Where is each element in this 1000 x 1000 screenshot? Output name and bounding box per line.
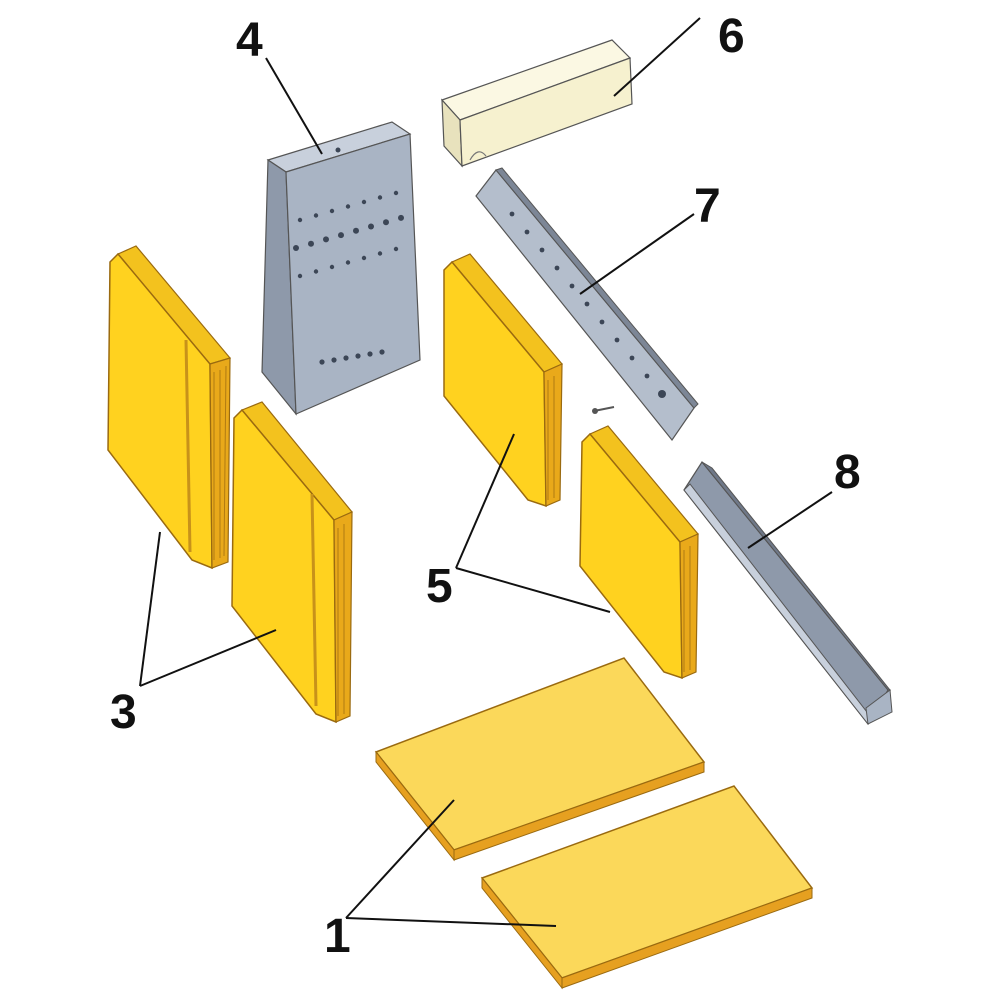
part-3-side-brick-rear bbox=[107, 245, 232, 570]
perforation bbox=[297, 217, 303, 223]
perforation bbox=[345, 204, 351, 209]
part-5-side-brick-rear bbox=[443, 253, 563, 508]
part-7-perforated-rail bbox=[475, 167, 699, 442]
part-4-rear-baffle bbox=[261, 121, 421, 416]
callout-7: 7 bbox=[694, 180, 721, 233]
perforation bbox=[509, 211, 515, 217]
part-3-side-brick-front bbox=[231, 401, 353, 724]
callout-5: 5 bbox=[426, 560, 453, 613]
perforation bbox=[343, 355, 349, 361]
perforation bbox=[329, 208, 335, 214]
perforation bbox=[377, 251, 383, 256]
callout-8: 8 bbox=[834, 446, 861, 499]
perforation bbox=[313, 213, 319, 218]
leader-lines bbox=[139, 17, 833, 927]
perforation bbox=[355, 353, 361, 359]
perforation bbox=[599, 319, 605, 325]
perforation bbox=[614, 337, 620, 343]
part-6-cream-brick bbox=[440, 39, 633, 168]
perforation bbox=[377, 195, 383, 200]
perforation bbox=[323, 236, 329, 243]
perforation bbox=[644, 373, 650, 379]
part-1-floor-plate-upper bbox=[374, 657, 706, 862]
perforation bbox=[361, 255, 367, 261]
baffle-holes bbox=[293, 147, 404, 365]
perforation bbox=[331, 357, 337, 363]
callout-labels: 4 6 7 8 5 3 1 bbox=[110, 10, 861, 963]
perforation bbox=[313, 269, 319, 274]
perforation bbox=[539, 247, 545, 253]
perforation bbox=[353, 227, 359, 234]
perforation bbox=[367, 351, 373, 357]
perforation bbox=[293, 245, 299, 251]
perforation bbox=[338, 232, 344, 239]
perforation bbox=[368, 223, 374, 230]
perforation bbox=[329, 264, 335, 270]
perforation bbox=[308, 240, 314, 247]
perforation bbox=[383, 219, 389, 226]
perforation bbox=[345, 260, 351, 265]
part-1-floor-plate-lower bbox=[480, 785, 814, 990]
perforation bbox=[393, 190, 399, 196]
perforation bbox=[554, 265, 560, 271]
perforation bbox=[379, 349, 385, 355]
callout-1: 1 bbox=[324, 910, 351, 963]
perforation bbox=[524, 229, 530, 235]
callout-4: 4 bbox=[236, 14, 263, 67]
part-8-angle-bracket bbox=[683, 460, 893, 726]
screw bbox=[592, 406, 615, 414]
perforation bbox=[361, 199, 367, 205]
callout-3: 3 bbox=[110, 686, 137, 739]
perforation bbox=[335, 147, 341, 153]
perforation bbox=[629, 355, 635, 361]
rail-holes bbox=[509, 211, 666, 398]
perforation bbox=[398, 214, 404, 221]
perforation bbox=[319, 359, 325, 365]
perforation bbox=[297, 273, 303, 279]
perforation bbox=[584, 301, 590, 307]
perforation bbox=[569, 283, 575, 289]
perforation bbox=[393, 246, 399, 252]
perforation bbox=[658, 390, 666, 398]
part-5-side-brick-front bbox=[579, 425, 699, 680]
callout-6: 6 bbox=[718, 10, 745, 63]
